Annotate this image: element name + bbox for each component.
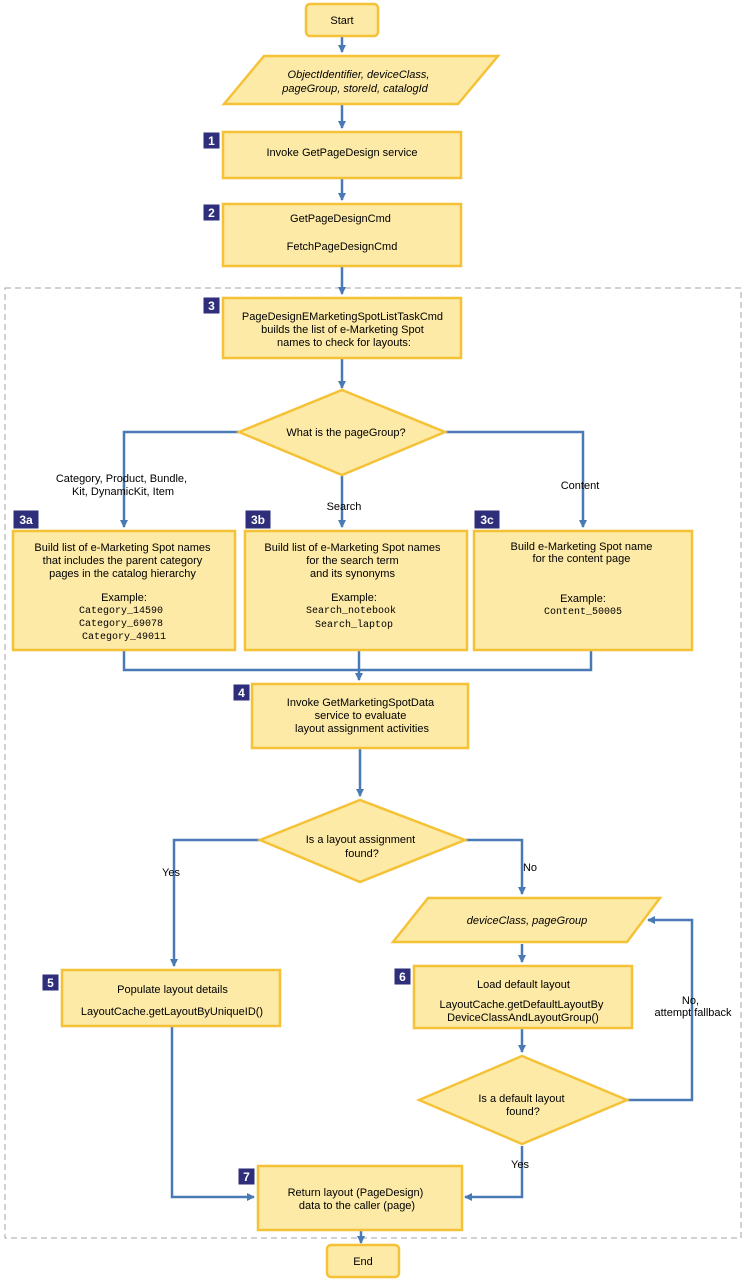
end-label: End [353, 1256, 373, 1268]
edge-decision-3c [445, 430, 587, 528]
step3c-label: Build e-Marketing Spot name for the cont… [511, 541, 656, 605]
step1-node [221, 130, 463, 180]
edge-step5-step7 [170, 1026, 255, 1201]
step3c-examples: Content_50005 [544, 607, 622, 618]
badge-4: 4 [232, 683, 251, 702]
input2-label: deviceClass, pageGroup [467, 915, 587, 927]
badge-1: 1 [202, 131, 221, 150]
badge-3b: 3b [244, 509, 272, 530]
decision-pagegroup-label: What is the pageGroup? [286, 427, 405, 439]
step3b-examples: Search_notebook Search_laptop [306, 605, 402, 631]
edge-decision-3a [120, 430, 239, 528]
decision-pagegroup [235, 388, 449, 477]
step3a-examples: Category_14590 Category_69078 Category_4… [79, 606, 169, 643]
input-label: ObjectIdentifier, deviceClass, pageGroup… [281, 69, 432, 95]
decision-layout-found [256, 798, 469, 884]
badge-3: 3 [202, 296, 221, 315]
edge-found-yes [170, 838, 260, 967]
decision-default-found-label: Is a default layout found? [478, 1093, 567, 1118]
input2-node [390, 896, 663, 944]
step3c-node [472, 529, 694, 652]
badge-5: 5 [41, 973, 60, 992]
step2-node [221, 202, 463, 268]
step5-label: Populate layout details LayoutCache.getL… [81, 984, 263, 1018]
label-content: Content [561, 480, 600, 492]
label-search: Search [327, 501, 362, 513]
step2-label: GetPageDesignCmd FetchPageDesignCmd [287, 213, 398, 253]
end-node [325, 1243, 401, 1279]
edge-default-fallback [627, 916, 694, 1102]
loop-container [4, 287, 742, 1239]
badge-7: 7 [237, 1167, 256, 1186]
svg-text:3a: 3a [19, 513, 33, 527]
step3a-label: Build list of e-Marketing Spot names tha… [34, 542, 213, 604]
decision-layout-found-label: Is a layout assignment found? [306, 834, 419, 860]
step1-label: Invoke GetPageDesign service [266, 147, 417, 159]
label-yes2: Yes [511, 1159, 529, 1171]
badge-6: 6 [393, 967, 412, 986]
input-node [221, 54, 501, 106]
svg-text:5: 5 [47, 976, 54, 990]
svg-text:6: 6 [399, 970, 406, 984]
edge-default-step7 [464, 1146, 524, 1201]
label-fallback: No, attempt fallback [654, 995, 732, 1019]
start-label: Start [330, 15, 353, 27]
badge-3c: 3c [473, 509, 501, 530]
step3b-node [243, 529, 469, 652]
step6-label: Load default layout LayoutCache.getDefau… [440, 979, 607, 1024]
start-node [304, 2, 380, 38]
label-yes1: Yes [162, 867, 180, 879]
svg-text:4: 4 [238, 686, 245, 700]
svg-text:3c: 3c [480, 513, 494, 527]
badge-3a: 3a [12, 509, 40, 530]
svg-text:3b: 3b [251, 513, 265, 527]
svg-text:3: 3 [208, 299, 215, 313]
decision-default-found [415, 1054, 631, 1146]
svg-text:1: 1 [208, 134, 215, 148]
step7-node [256, 1164, 464, 1232]
step7-label: Return layout (PageDesign) data to the c… [288, 1187, 427, 1212]
step4-label: Invoke GetMarketingSpotData service to e… [287, 697, 437, 735]
step3a-node [11, 529, 237, 652]
label-no1: No [523, 862, 537, 874]
svg-text:2: 2 [208, 206, 215, 220]
edge-found-no [465, 838, 526, 895]
step3-label: PageDesignEMarketingSpotListTaskCmd buil… [242, 311, 446, 349]
svg-text:7: 7 [243, 1170, 250, 1184]
edge-3c-step4 [359, 650, 593, 672]
step3-node [221, 296, 463, 360]
badge-2: 2 [202, 203, 221, 222]
step3b-label: Build list of e-Marketing Spot names for… [264, 542, 443, 604]
step5-node [60, 968, 282, 1028]
step6-node [412, 964, 634, 1030]
edge-3a-step4 [122, 650, 359, 672]
label-category: Category, Product, Bundle, Kit, DynamicK… [56, 473, 190, 498]
step4-node [250, 682, 470, 750]
